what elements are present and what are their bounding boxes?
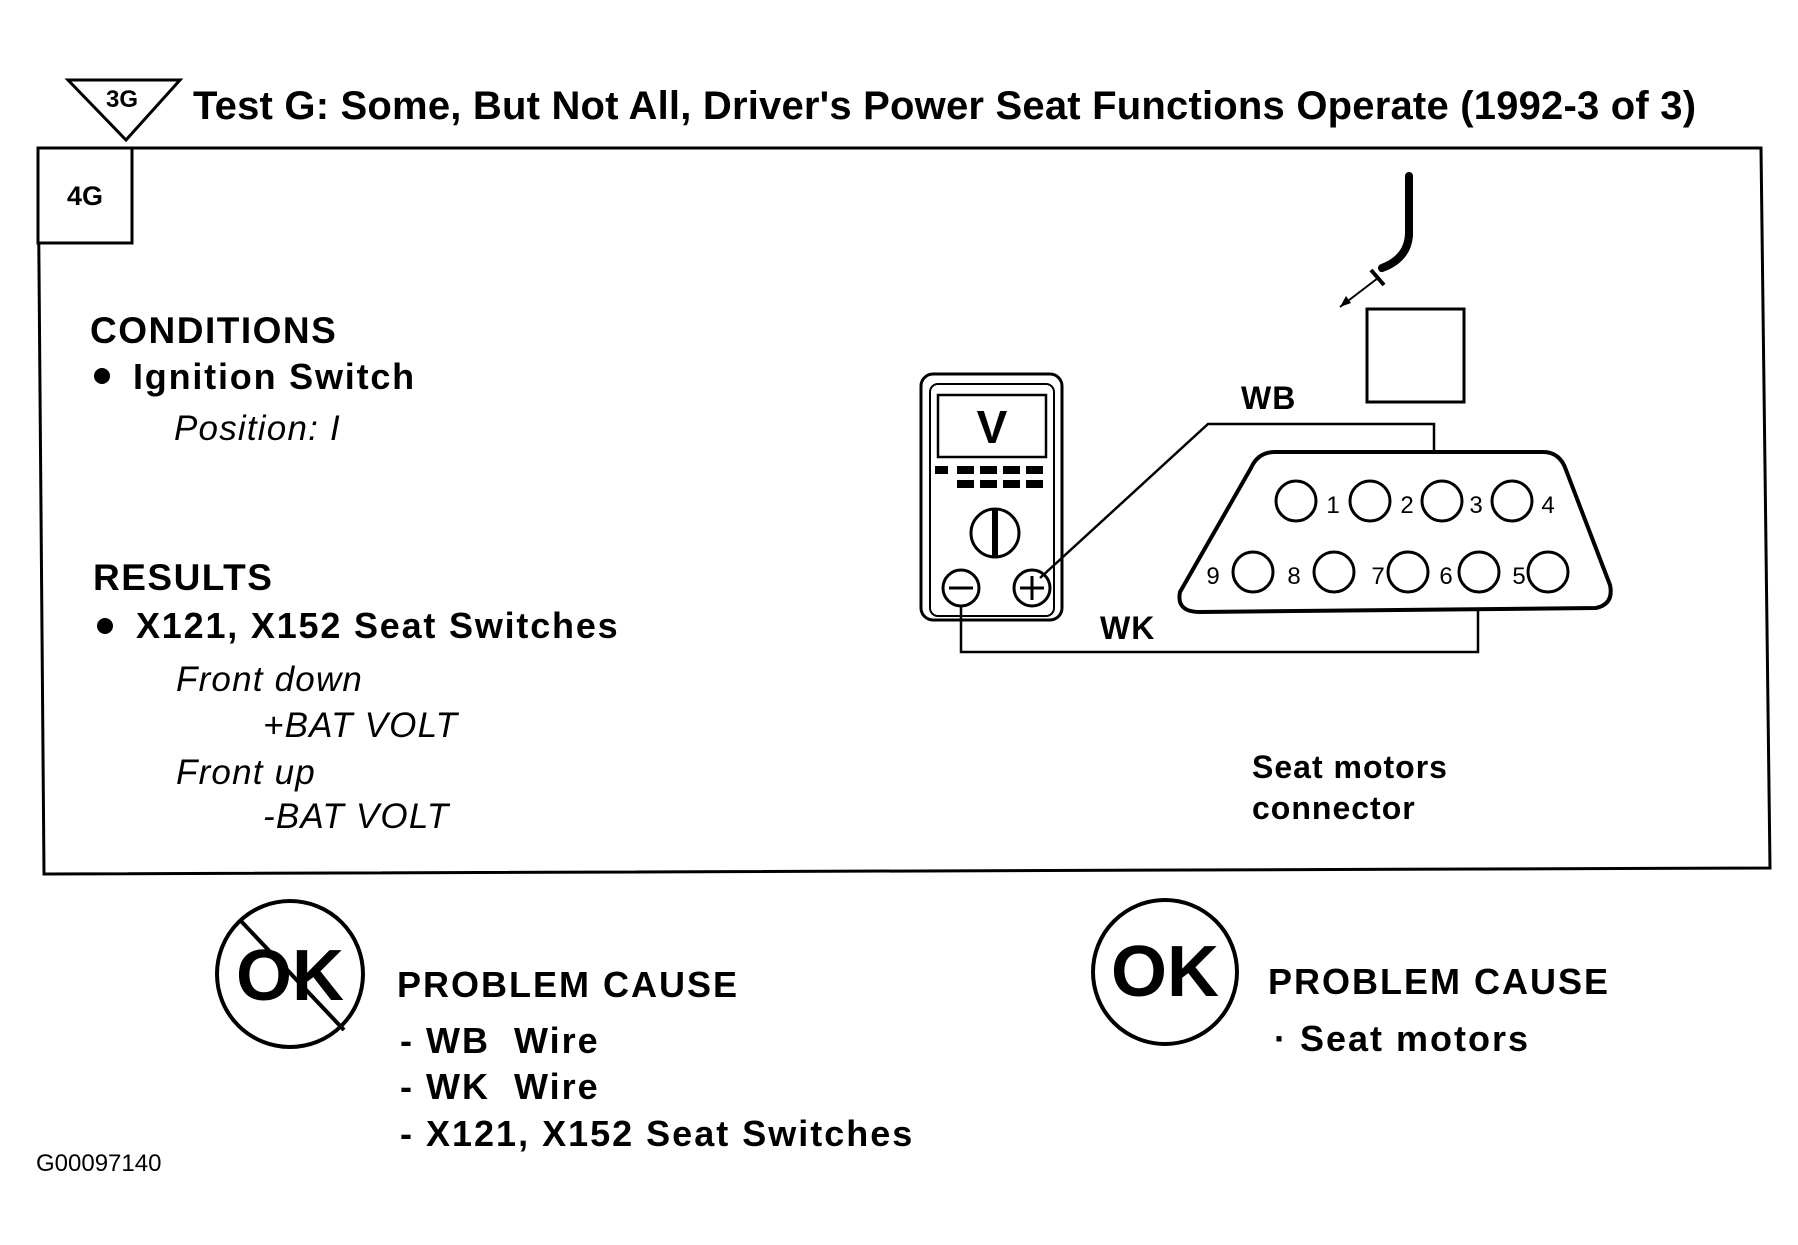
- prev-step-triangle: 3G: [64, 78, 184, 143]
- results-heading: RESULTS: [93, 557, 274, 598]
- pin-label: 2: [1400, 492, 1413, 519]
- seat-motors-connector: 1 2 3 4 9 8 7 6 5: [1177, 450, 1613, 615]
- page-title: Test G: Some, But Not All, Driver's Powe…: [193, 84, 1697, 128]
- ok-heading: PROBLEM CAUSE: [1268, 961, 1611, 1002]
- ok-symbol: OK: [1091, 898, 1239, 1046]
- step-badge-box: [36, 146, 134, 245]
- cause-item: - WK Wire: [400, 1066, 600, 1107]
- pin-label: 7: [1371, 563, 1384, 590]
- ok-text: OK: [1111, 932, 1219, 1012]
- cause-item: · Seat motors: [1274, 1018, 1531, 1059]
- cause-text: Seat motors: [1300, 1018, 1531, 1059]
- not-ok-symbol: OK: [215, 899, 365, 1049]
- results-item: X121, X152 Seat Switches: [136, 605, 620, 646]
- prev-step-badge-text: 3G: [106, 86, 138, 113]
- pin-label: 9: [1206, 563, 1219, 590]
- result-label: Front up: [176, 753, 316, 792]
- pin-label: 5: [1512, 563, 1525, 590]
- conditions-heading: CONDITIONS: [90, 310, 338, 351]
- figure-id: G00097140: [36, 1150, 162, 1177]
- step-badge-text: 4G: [67, 181, 103, 211]
- pin-label: 4: [1541, 492, 1554, 519]
- pin-label: 8: [1287, 563, 1300, 590]
- wire-wb: [1039, 422, 1436, 579]
- step-frame: [36, 146, 1772, 876]
- cause-text: WB Wire: [426, 1020, 600, 1061]
- results-bullet: [97, 618, 113, 634]
- connector-caption-line2: connector: [1252, 790, 1416, 826]
- pin-label: 3: [1469, 492, 1482, 519]
- pin-label: 6: [1439, 563, 1452, 590]
- conditions-bullet: [94, 368, 110, 384]
- wire-label-wk: WK: [1100, 610, 1156, 646]
- multimeter: V: [919, 372, 1064, 622]
- result-value: +BAT VOLT: [263, 706, 459, 745]
- result-value: -BAT VOLT: [263, 797, 450, 836]
- meter-display: [936, 393, 1048, 459]
- conditions-item: Ignition Switch: [133, 356, 416, 397]
- result-label: Front down: [176, 660, 364, 699]
- cause-text: WK Wire: [426, 1066, 600, 1107]
- connector-caption-line1: Seat motors: [1252, 749, 1448, 785]
- not-ok-text: OK: [236, 936, 344, 1016]
- cause-item: - X121, X152 Seat Switches: [400, 1113, 915, 1154]
- wire-wk: [959, 600, 1480, 654]
- not-ok-heading: PROBLEM CAUSE: [397, 964, 740, 1005]
- meter-display-text: V: [977, 401, 1008, 453]
- cause-item: - WB Wire: [400, 1020, 600, 1061]
- wire-label-wb: WB: [1241, 380, 1297, 416]
- conditions-detail: Position: I: [174, 409, 341, 448]
- pin-label: 1: [1326, 492, 1339, 519]
- probe: [1339, 172, 1413, 308]
- component-box: [1365, 307, 1466, 404]
- cause-text: X121, X152 Seat Switches: [426, 1113, 915, 1154]
